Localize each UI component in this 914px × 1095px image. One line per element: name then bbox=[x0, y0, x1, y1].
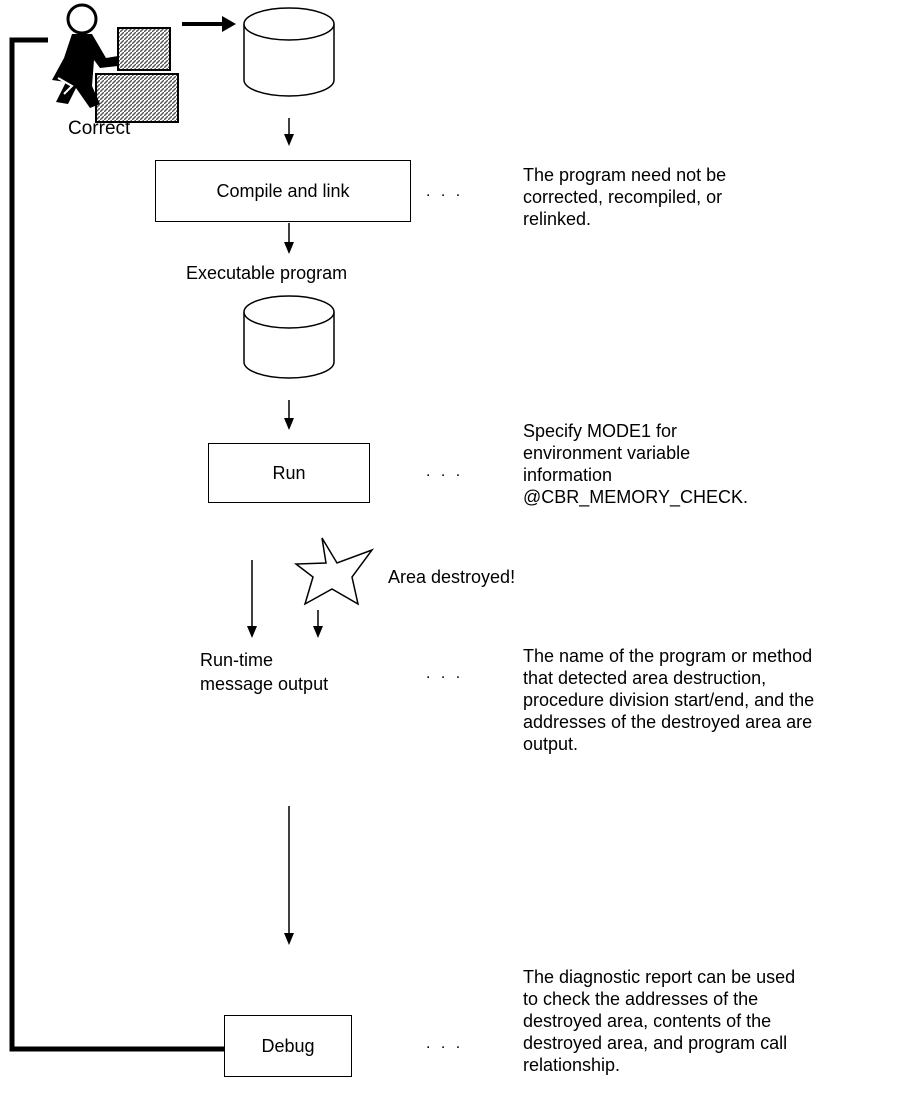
note-line: to check the addresses of the bbox=[523, 989, 759, 1009]
note-line: Specify MODE1 for bbox=[523, 421, 678, 441]
feedback-loop-line bbox=[9, 37, 224, 1052]
disk-icon-executable bbox=[243, 295, 335, 379]
person-at-computer-icon bbox=[52, 3, 179, 123]
note-line: environment variable bbox=[523, 443, 691, 463]
note-line: destroyed area, contents of the bbox=[523, 1011, 772, 1031]
note-line: The diagnostic report can be used bbox=[523, 967, 796, 987]
note-line: relationship. bbox=[523, 1055, 621, 1075]
note-line: information bbox=[523, 465, 613, 485]
burst-star-icon bbox=[293, 537, 375, 606]
note-line: The program need not be bbox=[523, 165, 727, 185]
compile-note: The program need not be corrected, recom… bbox=[523, 164, 726, 230]
disk-icon bbox=[243, 7, 335, 97]
ellipsis: . . . bbox=[426, 665, 464, 682]
note-line: procedure division start/end, and the bbox=[523, 690, 815, 710]
note-line: The name of the program or method bbox=[523, 646, 813, 666]
ellipsis: . . . bbox=[426, 183, 464, 200]
runtime-label-line1: Run-time bbox=[200, 650, 274, 670]
run-note: Specify MODE1 for environment variable i… bbox=[523, 420, 748, 508]
note-line: corrected, recompiled, or bbox=[523, 187, 723, 207]
note-line: destroyed area, and program call bbox=[523, 1033, 788, 1053]
note-line: that detected area destruction, bbox=[523, 668, 767, 688]
ellipsis: . . . bbox=[426, 1035, 464, 1052]
executable-program-label: Executable program bbox=[186, 263, 348, 283]
area-destroyed-label: Area destroyed! bbox=[388, 567, 516, 587]
debug-note: The diagnostic report can be used to che… bbox=[523, 966, 795, 1076]
debug-step: Debug bbox=[224, 1015, 352, 1077]
person-label: Correct bbox=[68, 118, 131, 139]
note-line: output. bbox=[523, 734, 579, 754]
run-step: Run bbox=[208, 443, 370, 503]
note-line: addresses of the destroyed area are bbox=[523, 712, 813, 732]
note-line: relinked. bbox=[523, 209, 592, 229]
runtime-label-line2: message output bbox=[200, 674, 329, 694]
compile-and-link-step: Compile and link bbox=[155, 160, 411, 222]
runtime-note: The name of the program or method that d… bbox=[523, 645, 814, 755]
ellipsis: . . . bbox=[426, 463, 464, 480]
note-line: @CBR_MEMORY_CHECK. bbox=[523, 487, 748, 507]
